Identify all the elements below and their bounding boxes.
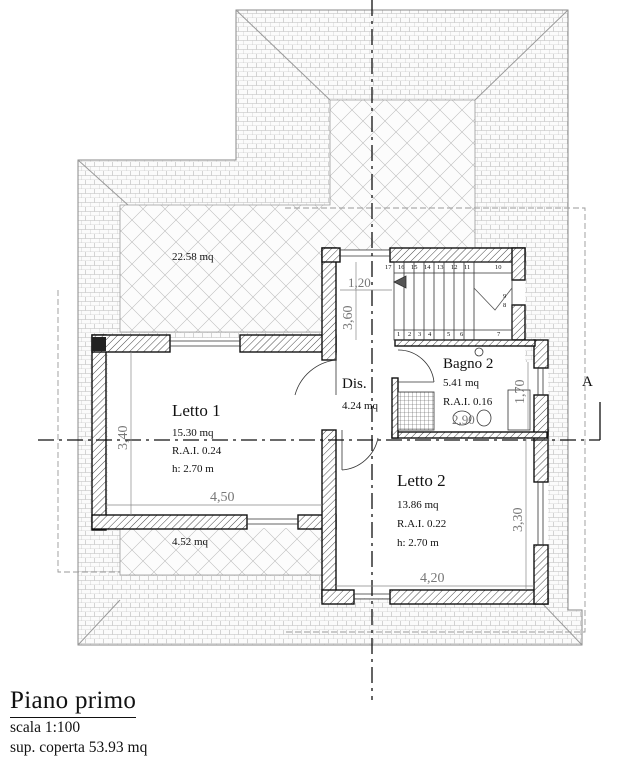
step-number: 2 xyxy=(408,331,411,338)
room-area: 4.24 mq xyxy=(342,400,379,412)
room-name: Letto 2 xyxy=(397,471,446,490)
room-rai: R.A.I. 0.24 xyxy=(172,445,222,457)
step-number: 8 xyxy=(503,302,506,309)
step-number: 12 xyxy=(451,264,458,271)
step-number: 15 xyxy=(411,264,418,271)
stair xyxy=(393,261,513,341)
dimension-label: 4,20 xyxy=(420,571,445,586)
room-rai: R.A.I. 0.22 xyxy=(397,518,446,530)
dimension-label: 3,30 xyxy=(511,508,526,533)
walls xyxy=(91,247,549,605)
dimension-label: 4,50 xyxy=(210,490,235,505)
room-dis: Dis. 4.24 mq xyxy=(342,376,379,412)
dimensions: 1,20 3,60 3,40 4,50 4,20 3,30 1,70 2,90 xyxy=(116,275,528,586)
step-number: 14 xyxy=(424,264,431,271)
dimension-label: 3,40 xyxy=(116,426,131,451)
room-rai: R.A.I. 0.16 xyxy=(443,396,493,408)
terrace-area-top: 22.58 mq xyxy=(172,251,214,263)
room-area: 15.30 mq xyxy=(172,427,214,439)
dashed-outlines xyxy=(57,207,586,633)
interior-floor xyxy=(108,250,548,598)
step-number: 3 xyxy=(418,331,421,338)
plan-title: Piano primo xyxy=(10,686,137,718)
windows xyxy=(170,249,544,600)
plan-scale: scala 1:100 xyxy=(10,719,81,736)
room-letto-1: Letto 1 15.30 mq R.A.I. 0.24 h: 2.70 m xyxy=(172,401,222,475)
room-area: 5.41 mq xyxy=(443,377,480,389)
dimension-label: 3,60 xyxy=(341,306,356,331)
step-number: 1 xyxy=(397,331,400,338)
room-name: Bagno 2 xyxy=(443,356,493,372)
step-number: 11 xyxy=(464,264,470,271)
step-number: 13 xyxy=(437,264,444,271)
room-bagno-2: Bagno 2 5.41 mq R.A.I. 0.16 xyxy=(443,356,493,408)
room-area: 13.86 mq xyxy=(397,499,439,511)
step-number: 10 xyxy=(495,264,502,271)
step-number: 7 xyxy=(497,331,501,338)
step-number: 4 xyxy=(428,331,432,338)
doors xyxy=(294,349,435,471)
step-number: 6 xyxy=(460,331,464,338)
dimension-label: 1,70 xyxy=(513,380,528,405)
bathroom-fixtures xyxy=(397,347,531,431)
axis-lines xyxy=(38,0,600,700)
dimension-label: 2,90 xyxy=(452,412,475,427)
chimney xyxy=(92,337,106,351)
step-number: 17 xyxy=(385,264,392,271)
dimension-label: 1,20 xyxy=(348,275,371,290)
terrace-bottom xyxy=(119,524,331,576)
step-number: 5 xyxy=(447,331,450,338)
stair-step-numbers: 17 16 15 14 13 12 11 10 9 8 1 2 3 4 5 6 … xyxy=(385,264,506,338)
step-number: 16 xyxy=(398,264,405,271)
section-marker: A xyxy=(582,374,593,390)
room-height: h: 2.70 m xyxy=(397,537,439,549)
plan-surface: sup. coperta 53.93 mq xyxy=(10,739,148,756)
step-number: 9 xyxy=(503,293,506,300)
room-name: Letto 1 xyxy=(172,401,221,420)
room-letto-2: Letto 2 13.86 mq R.A.I. 0.22 h: 2.70 m xyxy=(397,471,446,549)
plan-legend: Piano primo scala 1:100 sup. coperta 53.… xyxy=(10,686,147,758)
dimension-lines xyxy=(106,262,534,590)
room-height: h: 2.70 m xyxy=(172,463,214,475)
room-name: Dis. xyxy=(342,376,367,392)
terrace-area-bottom: 4.52 mq xyxy=(172,536,209,548)
